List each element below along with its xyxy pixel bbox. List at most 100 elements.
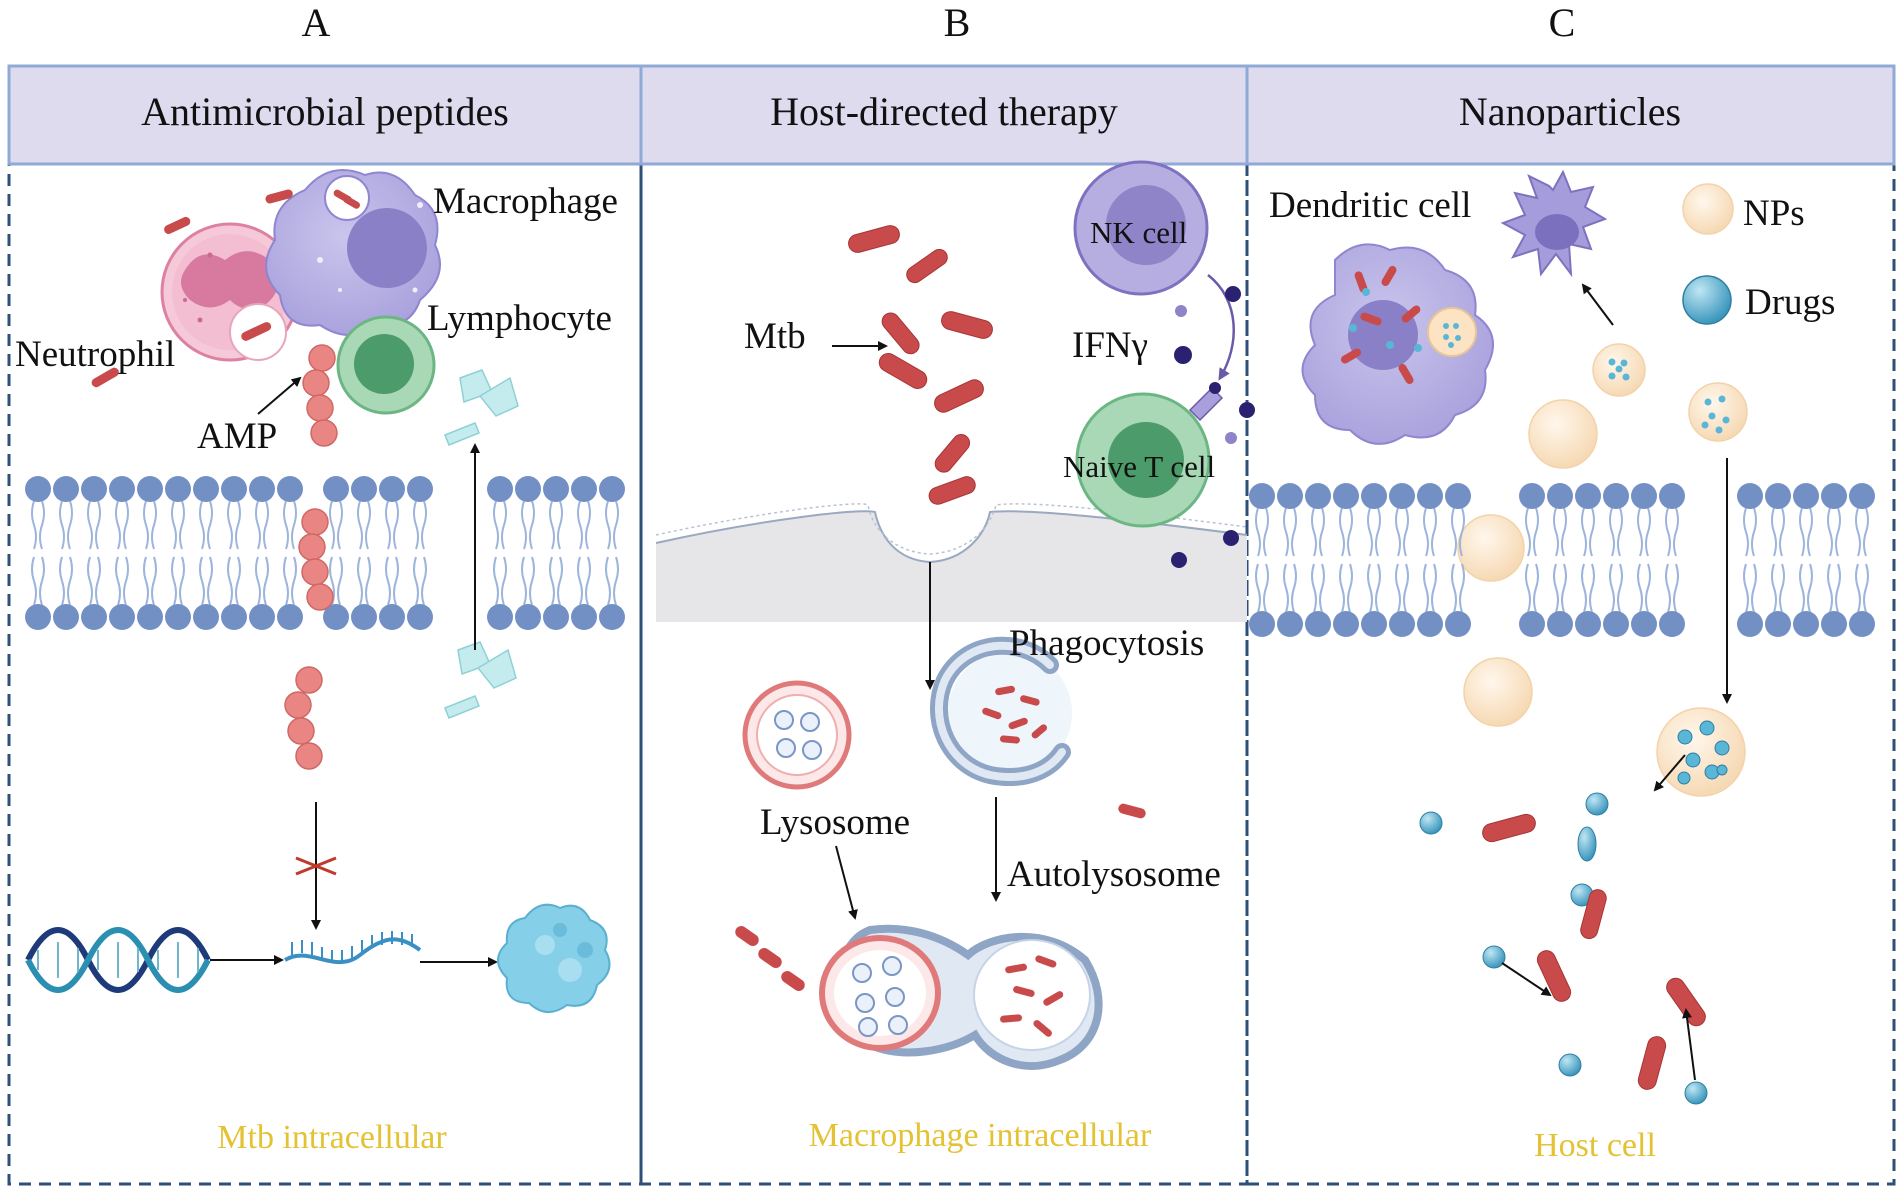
lipid-molecule xyxy=(221,476,247,630)
header-c-title: Nanoparticles xyxy=(1459,89,1681,134)
legend-np-icon xyxy=(1682,183,1734,235)
lipid-molecule xyxy=(1389,483,1415,637)
neutrophil-illustration xyxy=(160,222,300,362)
header-c-box xyxy=(1245,64,1896,166)
cell-membrane-c xyxy=(1249,483,1875,637)
panel-c: Dendritic cell xyxy=(1249,169,1875,1164)
lipid-molecule xyxy=(137,476,163,630)
lipid-molecule xyxy=(1849,483,1875,637)
lymphocyte-illustration xyxy=(336,315,436,415)
bacterium xyxy=(1536,950,1572,1002)
amp-pointer-arrow xyxy=(257,376,302,415)
mrna-icon xyxy=(283,931,422,965)
footer-b: Macrophage intracellular xyxy=(809,1117,1152,1154)
bacterium xyxy=(735,925,759,947)
bacterium xyxy=(758,947,782,969)
inhibition-cross-icon xyxy=(295,856,337,876)
bacterium xyxy=(878,353,928,389)
cell-membrane-a xyxy=(25,476,625,630)
peptide-fragments-upper xyxy=(444,369,519,446)
drug-particle xyxy=(1585,792,1609,816)
lipid-molecule xyxy=(487,476,513,630)
bacterium xyxy=(934,433,971,473)
lipid-molecule xyxy=(53,476,79,630)
bacterium xyxy=(265,189,293,204)
bacterium xyxy=(164,216,191,234)
panel-b: Mtb NK cell Naive T cell xyxy=(655,160,1255,1154)
bacterium xyxy=(848,225,900,253)
empty-np xyxy=(1463,657,1533,727)
ifn-arrow xyxy=(1207,274,1235,381)
loaded-nanoparticles xyxy=(1457,343,1748,797)
lipid-molecule xyxy=(571,476,597,630)
naive-t-cell-illustration xyxy=(1075,392,1211,528)
lipid-molecule xyxy=(543,476,569,630)
drug-particle xyxy=(1558,1053,1582,1077)
bacterium xyxy=(906,248,948,284)
lipid-molecule xyxy=(193,476,219,630)
lipid-molecule xyxy=(1277,483,1303,637)
lipid-molecule xyxy=(323,476,349,630)
drug-particle xyxy=(1482,945,1506,969)
lipid-molecule xyxy=(1547,483,1573,637)
lipid-molecule xyxy=(1333,483,1359,637)
peptide-fragments-lower xyxy=(444,641,517,719)
label-lysosome: Lysosome xyxy=(760,802,910,843)
drug-release-arrow xyxy=(1653,754,1686,792)
lipid-molecule xyxy=(1445,483,1471,637)
lipid-molecule xyxy=(407,476,433,630)
label-lymphocyte: Lymphocyte xyxy=(427,298,612,339)
lysosome-arrow xyxy=(835,845,858,920)
label-nk-cell: NK cell xyxy=(1090,215,1187,250)
empty-np xyxy=(1528,399,1598,469)
lipid-molecule xyxy=(1417,483,1443,637)
lipid-molecule xyxy=(277,476,303,630)
drug-particle xyxy=(1577,826,1597,862)
bacterium xyxy=(781,970,805,992)
bacterium xyxy=(928,476,976,505)
panel-a: Macrophage Lymphocyte Neutrophil AMP xyxy=(15,169,625,1156)
cytokine-dots xyxy=(1171,286,1255,568)
label-mtb: Mtb xyxy=(744,316,806,357)
header-b-box xyxy=(639,64,1249,166)
lipid-molecule xyxy=(1575,483,1601,637)
bacteria-free-b xyxy=(735,803,1146,992)
bacterium xyxy=(91,367,119,388)
bacterium xyxy=(934,379,984,413)
label-ifn-gamma: IFNγ xyxy=(1072,325,1148,366)
label-macrophage: Macrophage xyxy=(433,181,618,222)
label-phagocytosis: Phagocytosis xyxy=(1009,623,1204,664)
panel-letter-c: C xyxy=(1549,0,1576,45)
loaded-np xyxy=(1592,343,1646,397)
drug-target-arrow-1 xyxy=(1501,962,1552,997)
label-naive-t-cell: Naive T cell xyxy=(1063,449,1215,484)
amp-beads-membrane xyxy=(298,508,334,611)
lipid-molecule xyxy=(25,476,51,630)
empty-np xyxy=(1457,514,1525,582)
footer-c: Host cell xyxy=(1534,1127,1656,1164)
lipid-molecule xyxy=(109,476,135,630)
macrophage-c-illustration xyxy=(1301,243,1494,445)
label-neutrophil: Neutrophil xyxy=(15,334,175,375)
released-drugs xyxy=(1419,792,1708,1105)
nk-cell-illustration xyxy=(1073,160,1209,296)
bacterium xyxy=(881,312,920,355)
bacterium xyxy=(941,311,993,339)
legend-np-label: NPs xyxy=(1743,193,1805,234)
lipid-molecule xyxy=(515,476,541,630)
drug-target-arrow-2 xyxy=(1682,1008,1696,1081)
label-amp: AMP xyxy=(197,416,277,457)
header-a-title: Antimicrobial peptides xyxy=(141,89,509,134)
panel-letter-b: B xyxy=(944,0,971,45)
amp-beads-lower xyxy=(284,666,323,770)
legend: NPs Drugs xyxy=(1682,183,1835,325)
label-autolysosome: Autolysosome xyxy=(1007,854,1221,895)
lipid-molecule xyxy=(1305,483,1331,637)
lipid-molecule xyxy=(379,476,405,630)
lipid-molecule xyxy=(1765,483,1791,637)
bacterium xyxy=(1637,1036,1667,1090)
macrophage-surface xyxy=(655,503,1248,622)
bacteria-c xyxy=(1482,813,1706,1090)
lipid-molecule xyxy=(81,476,107,630)
